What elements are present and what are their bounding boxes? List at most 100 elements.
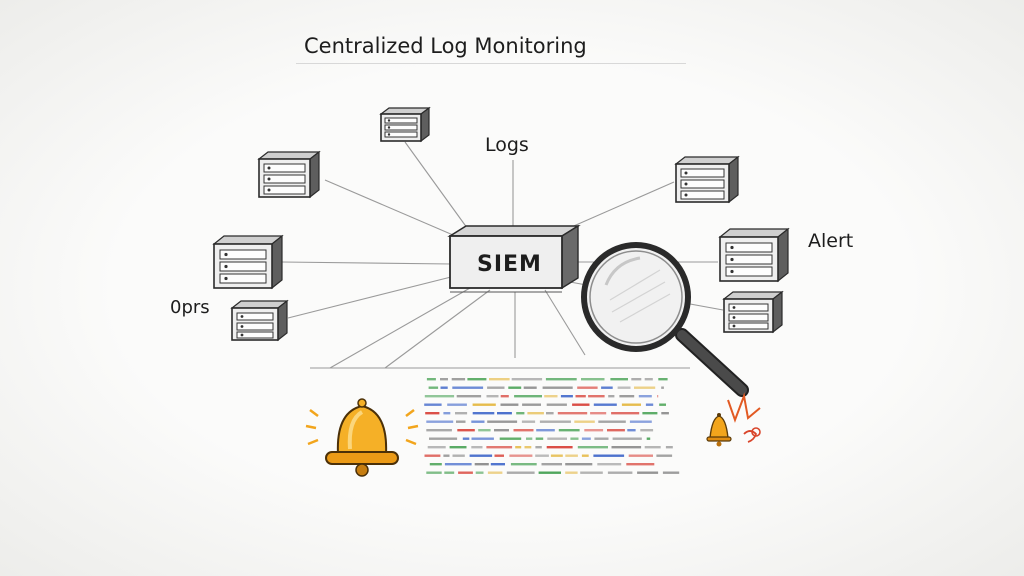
log-line-segment (575, 395, 586, 398)
log-line-segment (612, 437, 642, 440)
log-line-segment (426, 429, 452, 432)
log-line-segment (601, 386, 613, 389)
link-server-4-siem (287, 275, 456, 319)
server-icon (674, 155, 740, 204)
log-line-segment (526, 437, 533, 440)
log-line-segment (642, 412, 658, 415)
log-line-segment (560, 395, 573, 398)
log-line-segment (440, 378, 448, 381)
log-line-segment (424, 454, 441, 457)
log-line-segment (628, 454, 653, 457)
log-line-segment (444, 463, 472, 466)
log-line-segment (659, 403, 666, 406)
bell-icon (305, 398, 419, 477)
log-line-segment (607, 471, 633, 474)
log-line-segment (467, 378, 487, 381)
log-line-segment (580, 471, 603, 474)
log-line-segment (629, 420, 652, 423)
log-line-segment (444, 471, 455, 474)
log-line-segment (611, 412, 640, 415)
log-line-segment (570, 437, 579, 440)
log-line-segment (546, 446, 573, 449)
log-line-segment (487, 420, 518, 423)
log-line-segment (489, 378, 510, 381)
log-line-segment (558, 429, 580, 432)
log-line-segment (487, 471, 503, 474)
log-line-segment (486, 446, 513, 449)
log-line-segment (535, 454, 549, 457)
log-line-segment (443, 412, 451, 415)
log-line-segment (574, 420, 595, 423)
log-line-segment (475, 471, 484, 474)
log-line-segment (513, 429, 534, 432)
log-line-segment (661, 386, 664, 389)
log-line-segment (547, 437, 567, 440)
link-server-3-siem (281, 261, 453, 265)
log-line-segment (565, 454, 578, 457)
log-line-segment (471, 420, 485, 423)
log-line-segment (486, 395, 499, 398)
log-line-segment (478, 429, 491, 432)
log-line-segment (522, 403, 541, 406)
alert-burst-icon (727, 392, 761, 443)
log-line-segment (424, 395, 455, 398)
log-line-segment (658, 378, 668, 381)
log-line-segment (546, 403, 567, 406)
log-line-segment (608, 395, 615, 398)
log-line-segment (462, 437, 470, 440)
log-line-segment (455, 412, 468, 415)
log-line-segment (472, 412, 495, 415)
log-line-segment (544, 395, 558, 398)
log-line-segment (497, 412, 512, 415)
log-line-segment (508, 386, 522, 389)
log-line-segment (546, 412, 554, 415)
log-line-segment (656, 454, 673, 457)
log-line-segment (487, 386, 505, 389)
log-line-segment (440, 386, 448, 389)
label-alert: Alert (808, 230, 854, 252)
log-line-segment (557, 412, 588, 415)
log-line-segment (471, 437, 494, 440)
log-line-segment (581, 378, 605, 381)
log-line-segment (588, 395, 605, 398)
link-siem-stream-b (384, 289, 491, 369)
log-line-segment (594, 437, 609, 440)
log-line-segment (572, 403, 590, 406)
log-line-segment (610, 378, 628, 381)
magnifying-glass-icon (581, 242, 749, 397)
log-line-segment (611, 446, 642, 449)
log-line-segment (457, 429, 475, 432)
log-line-segment (490, 463, 505, 466)
log-line-segment (545, 378, 577, 381)
siem-node (447, 224, 581, 293)
log-line-segment (474, 463, 489, 466)
log-line-segment (637, 471, 659, 474)
diagram-title: Centralized Log Monitoring (304, 34, 587, 58)
log-line-segment (550, 454, 563, 457)
log-line-segment (456, 395, 482, 398)
log-stream (424, 378, 680, 474)
log-line-segment (619, 395, 635, 398)
log-line-segment (494, 454, 504, 457)
server-icon (212, 234, 284, 290)
log-line-segment (577, 446, 608, 449)
server-icon (718, 227, 790, 283)
log-line-segment (584, 429, 604, 432)
log-line-segment (429, 437, 458, 440)
small-bell-icon (706, 413, 732, 447)
log-line-segment (500, 403, 519, 406)
log-line-segment (565, 471, 578, 474)
log-line-segment (429, 463, 442, 466)
log-line-segment (638, 395, 652, 398)
label-oprs: 0prs (170, 297, 210, 318)
siem-label: SIEM (477, 252, 542, 277)
log-line-segment (581, 437, 591, 440)
log-line-segment (657, 395, 659, 398)
log-line-segment (506, 471, 535, 474)
title-underline (296, 63, 686, 64)
server-icon (379, 106, 431, 143)
log-line-segment (644, 446, 661, 449)
log-line-segment (523, 386, 537, 389)
log-line-segment (634, 386, 656, 389)
log-line-segment (471, 446, 483, 449)
